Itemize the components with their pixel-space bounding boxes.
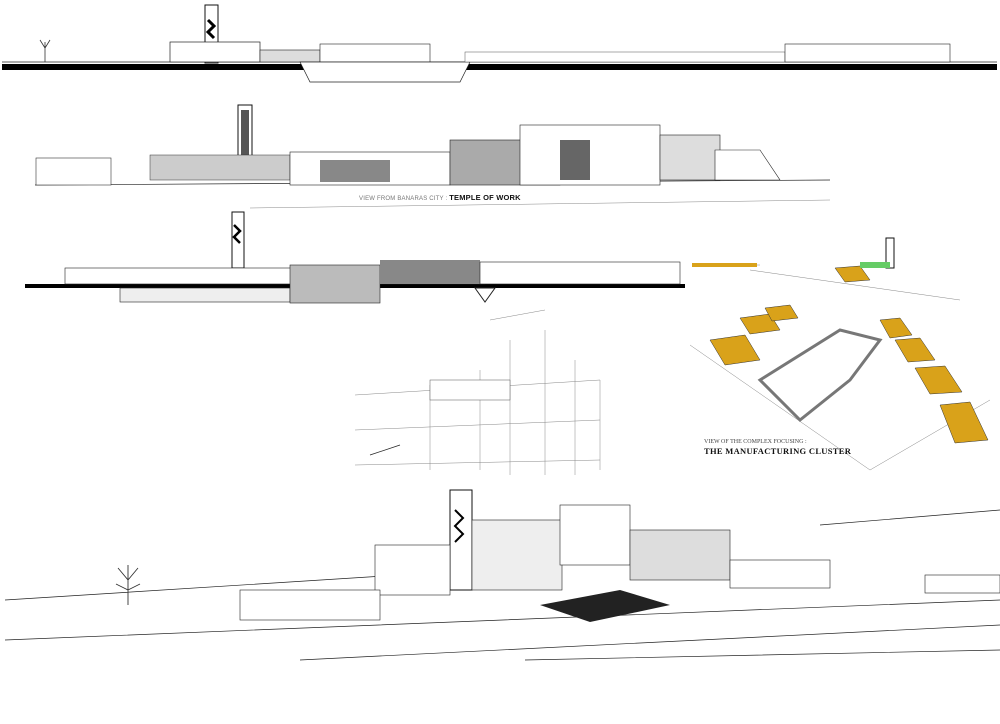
caption-elevation-title: TEMPLE OF WORK [449, 193, 521, 202]
site-section-top [2, 4, 997, 83]
caption-axonometric: VIEW OF THE COMPLEX FOCUSING :THE MANUFA… [704, 438, 851, 456]
elevation-banaras [34, 104, 831, 209]
caption-axonometric-prefix: VIEW OF THE COMPLEX FOCUSING : [704, 439, 807, 445]
caption-elevation: VIEW FROM BANARAS CITY : TEMPLE OF WORK [359, 193, 521, 202]
caption-elevation-prefix: VIEW FROM BANARAS CITY : [359, 196, 450, 202]
axonometric-manufacturing-cluster [689, 237, 991, 471]
interior-perspective [354, 309, 601, 475]
site-section-middle [25, 211, 685, 304]
caption-axonometric-title: THE MANUFACTURING CLUSTER [704, 446, 852, 456]
aerial-perspective [4, 489, 1000, 661]
